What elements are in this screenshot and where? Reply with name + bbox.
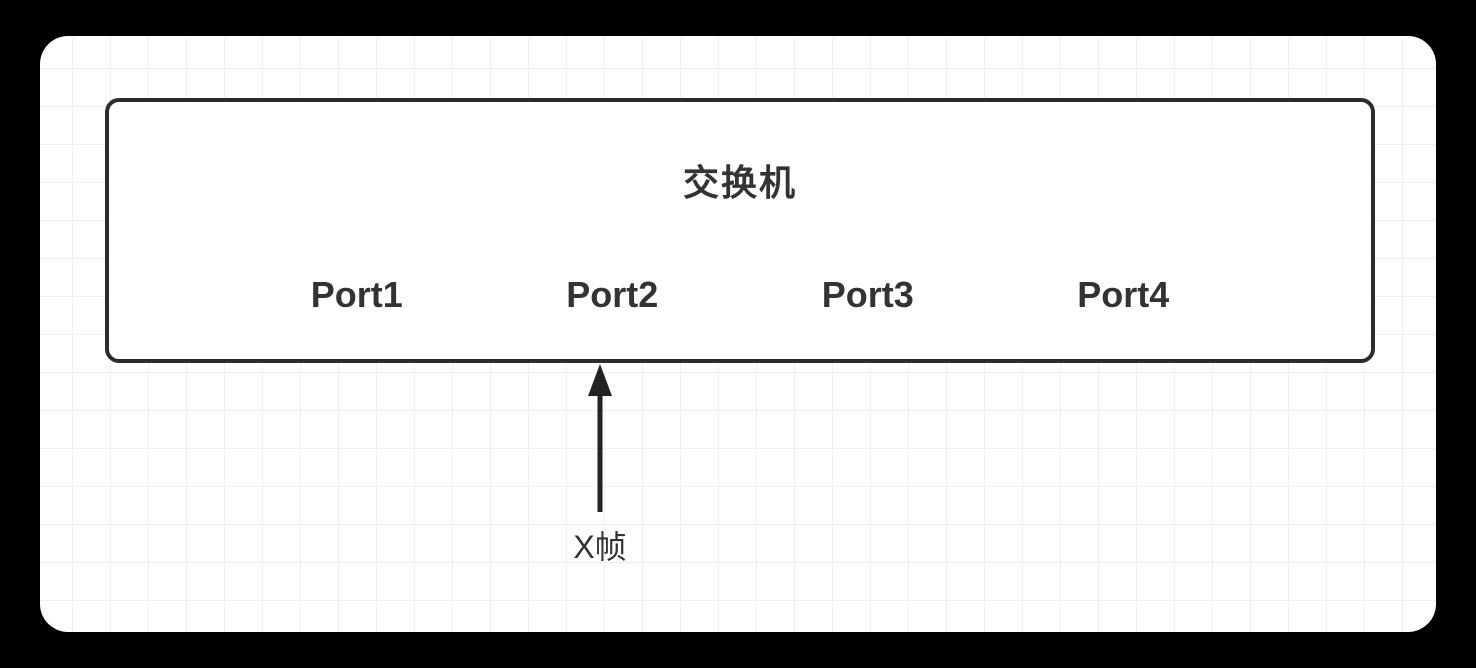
ports-row: Port1 Port2 Port3 Port4	[109, 274, 1371, 316]
up-arrow-icon	[588, 364, 612, 512]
port-label-4: Port4	[1077, 274, 1170, 315]
port-label-2: Port2	[566, 274, 659, 315]
frame-label: X帧	[573, 529, 627, 565]
port-label-3: Port3	[821, 274, 914, 315]
switch-title: 交换机	[682, 162, 797, 203]
switch-box: 交换机 Port1 Port2 Port3 Port4	[105, 98, 1375, 363]
port-label-1: Port1	[310, 274, 403, 315]
diagram-canvas: 交换机 Port1 Port2 Port3 Port4 X帧	[40, 36, 1436, 632]
